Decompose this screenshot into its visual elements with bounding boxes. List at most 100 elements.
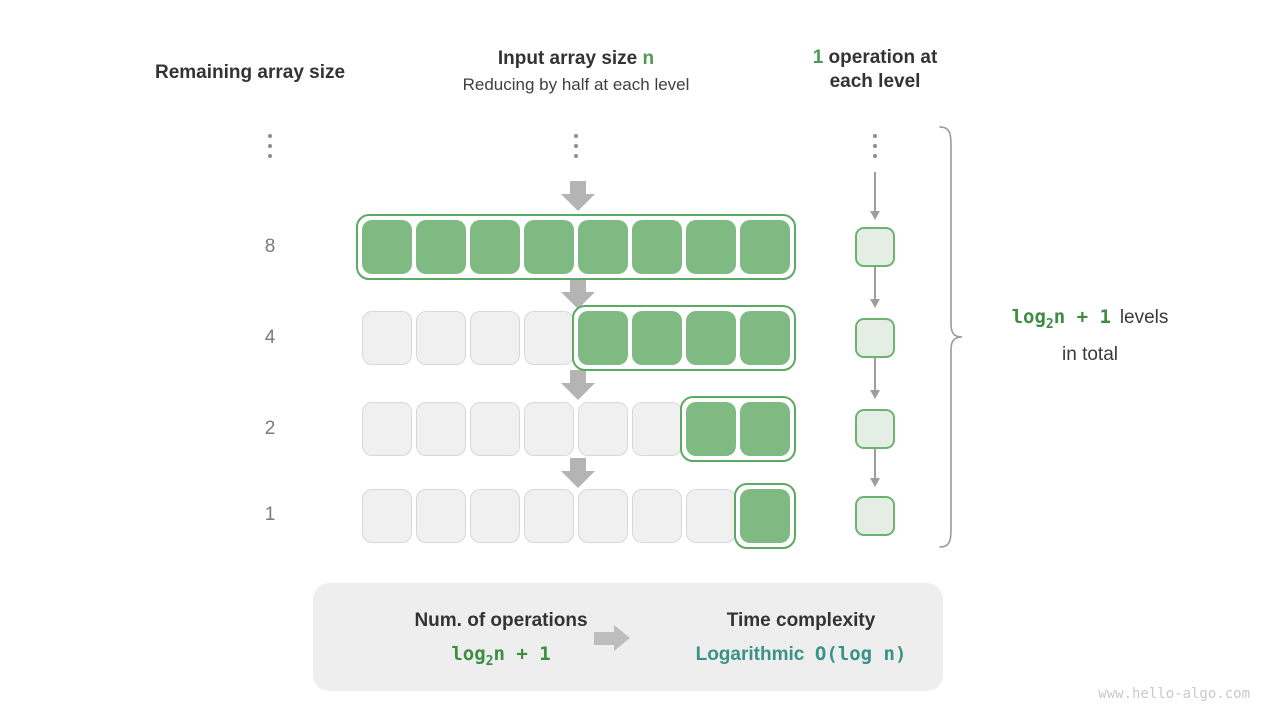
dot bbox=[574, 134, 578, 138]
op-connector-2 bbox=[870, 358, 880, 399]
array-row-level-2 bbox=[362, 396, 796, 462]
array-cell-active bbox=[632, 311, 682, 365]
op-connector-1 bbox=[870, 267, 880, 308]
arrow-shaft bbox=[570, 279, 586, 293]
header-operations-line1: 1 operation at bbox=[780, 46, 970, 70]
array-row-level-1 bbox=[362, 305, 796, 371]
brace-formula-tail: levels bbox=[1119, 307, 1169, 328]
size-label-level-1: 4 bbox=[264, 327, 276, 348]
array-cell-inactive bbox=[632, 402, 682, 456]
array-cell-inactive bbox=[470, 489, 520, 543]
arrow-shaft bbox=[570, 181, 586, 195]
summary-complexity-value: Logarithmic O(log n) bbox=[683, 637, 919, 672]
array-cell-inactive bbox=[578, 402, 628, 456]
dot bbox=[873, 154, 877, 158]
active-range-outline bbox=[356, 214, 796, 280]
array-cell-inactive bbox=[362, 489, 412, 543]
brace-annotation-line1: log2n + 1 levels bbox=[975, 302, 1205, 340]
arrow-head bbox=[614, 625, 630, 651]
array-cell-inactive bbox=[524, 402, 574, 456]
array-cell-active bbox=[578, 311, 628, 365]
array-cell-active bbox=[686, 311, 736, 365]
summary-complexity-title: Time complexity bbox=[726, 610, 876, 631]
arrow-shaft bbox=[594, 632, 616, 645]
dot bbox=[268, 144, 272, 148]
array-cell-active bbox=[632, 220, 682, 274]
array-cell-inactive bbox=[686, 489, 736, 543]
dot bbox=[873, 134, 877, 138]
halving-arrow-3 bbox=[561, 458, 595, 488]
header-input-array-variable: n bbox=[642, 48, 655, 69]
dot bbox=[574, 154, 578, 158]
array-cell-active bbox=[524, 220, 574, 274]
array-cell-active bbox=[686, 220, 736, 274]
array-cell-inactive bbox=[632, 489, 682, 543]
header-operations-line1-text: operation at bbox=[823, 47, 938, 68]
array-cell-inactive bbox=[470, 402, 520, 456]
halving-arrow-0 bbox=[561, 181, 595, 211]
array-cell-inactive bbox=[524, 489, 574, 543]
arrow-head bbox=[561, 383, 595, 400]
operation-box-level-2 bbox=[855, 409, 895, 449]
size-label-level-0: 8 bbox=[264, 236, 276, 257]
header-input-array: Input array size n Reducing by half at e… bbox=[380, 46, 772, 98]
operation-box-level-0 bbox=[855, 227, 895, 267]
summary-operations-column: Num. of operations log2n + 1 bbox=[343, 605, 659, 679]
arrow-shaft bbox=[570, 458, 586, 472]
summary-complexity-column: Time complexity Logarithmic O(log n) bbox=[683, 605, 919, 672]
summary-operations-value: log2n + 1 bbox=[451, 643, 551, 669]
watermark: www.hello-algo.com bbox=[1098, 686, 1250, 702]
array-row-level-3 bbox=[362, 483, 796, 549]
operation-box-level-1 bbox=[855, 318, 895, 358]
summary-complexity-word: Logarithmic bbox=[695, 644, 805, 665]
array-cell-inactive bbox=[362, 402, 412, 456]
arrow-head bbox=[870, 211, 880, 220]
summary-arrow-icon bbox=[594, 625, 636, 651]
op-connector-0 bbox=[870, 172, 880, 220]
array-cell-active bbox=[362, 220, 412, 274]
array-cell-inactive bbox=[416, 402, 466, 456]
header-operations: 1 operation at each level bbox=[780, 46, 970, 94]
active-range-outline bbox=[734, 483, 796, 549]
header-remaining-array-size: Remaining array size bbox=[155, 62, 346, 83]
size-label-level-2: 2 bbox=[264, 418, 276, 439]
header-input-array-subtitle: Reducing by half at each level bbox=[462, 75, 690, 94]
array-cell-inactive bbox=[470, 311, 520, 365]
ellipsis-dots-left bbox=[265, 134, 275, 158]
array-cell-inactive bbox=[362, 311, 412, 365]
dot bbox=[574, 144, 578, 148]
array-cell-inactive bbox=[416, 489, 466, 543]
arrow-head bbox=[561, 471, 595, 488]
levels-brace bbox=[938, 126, 964, 548]
arrow-head bbox=[870, 299, 880, 308]
active-range-outline bbox=[572, 305, 796, 371]
array-cell-inactive bbox=[578, 489, 628, 543]
arrow-shaft bbox=[570, 370, 586, 384]
dot bbox=[268, 134, 272, 138]
summary-complexity-bigo: O(log n) bbox=[814, 643, 907, 665]
brace-formula: log2n + 1 bbox=[1011, 306, 1111, 332]
array-cell-active bbox=[740, 220, 790, 274]
array-row-level-0 bbox=[356, 214, 796, 280]
header-input-array-title: Input array size n bbox=[380, 46, 772, 72]
arrow-head bbox=[870, 390, 880, 399]
dot bbox=[873, 144, 877, 148]
brace-icon bbox=[939, 126, 963, 548]
operation-box-level-3 bbox=[855, 496, 895, 536]
header-input-array-title-text: Input array size bbox=[497, 48, 643, 69]
halving-arrow-2 bbox=[561, 370, 595, 400]
size-label-level-3: 1 bbox=[264, 504, 276, 525]
summary-operations-title: Num. of operations bbox=[414, 610, 588, 631]
brace-annotation-line2: in total bbox=[1062, 343, 1118, 365]
dot bbox=[268, 154, 272, 158]
array-cell-active bbox=[470, 220, 520, 274]
active-range-outline bbox=[680, 396, 796, 462]
array-cell-active bbox=[740, 311, 790, 365]
arrow-head bbox=[561, 292, 595, 309]
array-cell-active bbox=[740, 489, 790, 543]
header-operations-line2: each level bbox=[829, 71, 921, 92]
array-cell-active bbox=[416, 220, 466, 274]
ellipsis-dots-right bbox=[870, 134, 880, 158]
arrow-head bbox=[870, 478, 880, 487]
array-cell-active bbox=[740, 402, 790, 456]
